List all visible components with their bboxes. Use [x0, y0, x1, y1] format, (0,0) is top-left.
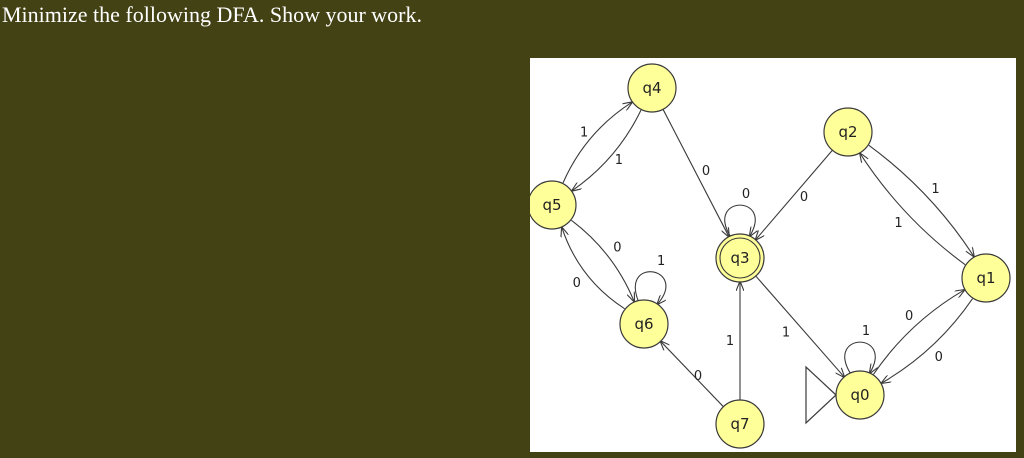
dfa-diagram: 1 1 0 0 0 1 1 0 0 1 1 1 0 0 0 1 q4 q2 q5 q3 q1 q6 q0 q7: [530, 63, 1011, 449]
transition-q2-q1: 1: [868, 144, 974, 256]
transition-label: 0: [573, 276, 581, 291]
state-q3: q3: [715, 233, 765, 283]
transition-arrow: [571, 219, 634, 301]
transition-label: 1: [580, 125, 588, 140]
transition-arrow: [868, 144, 974, 256]
transition-q4-q3: 0: [662, 109, 729, 236]
transition-q0-q0: 1: [844, 324, 875, 373]
transition-label: 0: [935, 350, 943, 365]
state-q0: q0: [835, 370, 885, 420]
state-label: q0: [850, 386, 869, 404]
transition-arrow: [572, 109, 642, 191]
transition-q1-q2: 1: [860, 154, 966, 266]
transition-q3-q0: 1: [755, 275, 844, 377]
state-label: q4: [642, 79, 661, 97]
transition-label: 1: [657, 254, 665, 269]
state-q2: q2: [823, 107, 873, 157]
transition-q6-q5: 0: [562, 228, 625, 310]
transition-q5-q6: 0: [571, 219, 634, 301]
state-circle: [530, 180, 577, 230]
transition-q4-q5: 1: [572, 109, 642, 191]
transition-label: 1: [931, 182, 939, 197]
state-circle: [961, 253, 1011, 303]
transition-label: 1: [782, 326, 790, 341]
state-label: q2: [838, 123, 857, 141]
transition-q2-q3: 0: [756, 149, 833, 240]
transition-arrow: [882, 298, 973, 383]
state-q5: q5: [530, 180, 577, 230]
transition-arrow: [662, 109, 729, 236]
transition-label: 0: [742, 187, 750, 202]
transition-label: 0: [800, 190, 808, 205]
transition-arrow: [873, 290, 965, 375]
state-circle: [823, 107, 873, 157]
transition-arrow: [562, 228, 625, 310]
start-state-marker: [805, 365, 837, 425]
transition-label: 1: [862, 324, 870, 339]
state-circle: [715, 233, 765, 283]
state-label: q6: [634, 315, 653, 333]
state-circle: [627, 63, 677, 113]
transition-q1-q0: 0: [882, 298, 973, 383]
state-q1: q1: [961, 253, 1011, 303]
transition-q3-q3: 0: [724, 187, 755, 236]
state-label: q7: [730, 415, 749, 433]
transition-q6-q6: 1: [635, 254, 666, 304]
transition-arrow: [661, 341, 724, 408]
transition-label: 0: [905, 309, 913, 324]
state-q7: q7: [715, 399, 765, 449]
start-marker-layer: [805, 365, 837, 425]
question-text: Minimize the following DFA. Show your wo…: [2, 2, 423, 27]
self-loop-arrow: [724, 204, 755, 236]
dfa-diagram-panel: 1 1 0 0 0 1 1 0 0 1 1 1 0 0 0 1 q4 q2 q5 q3 q1 q6 q0 q7: [530, 58, 1016, 452]
transition-arrow: [756, 149, 833, 240]
state-circle: [835, 370, 885, 420]
self-loop-arrow: [635, 271, 666, 304]
state-q6: q6: [619, 299, 669, 349]
state-circle: [619, 299, 669, 349]
state-label: q5: [542, 196, 561, 214]
state-circle: [715, 399, 765, 449]
transition-q7-q3: 1: [726, 282, 740, 401]
transition-arrow: [755, 275, 844, 377]
transition-label: 0: [694, 369, 702, 384]
state-label: q3: [730, 249, 749, 267]
transition-q0-q1: 0: [873, 290, 965, 375]
transition-label: 0: [702, 164, 710, 179]
transitions-layer: 1 1 0 0 0 1 1 0 0 1 1 1 0 0 0 1: [562, 102, 974, 408]
transition-arrow: [562, 102, 632, 184]
transition-label: 1: [615, 153, 623, 168]
transition-q5-q4: 1: [562, 102, 632, 184]
transition-arrow: [860, 154, 966, 266]
transition-label: 1: [894, 216, 902, 231]
transition-label: 1: [726, 334, 734, 349]
self-loop-arrow: [844, 341, 875, 373]
state-q4: q4: [627, 63, 677, 113]
state-label: q1: [976, 269, 995, 287]
transition-label: 0: [613, 241, 621, 256]
accepting-ring: [719, 237, 761, 279]
transition-q7-q6: 0: [661, 341, 724, 408]
states-layer: q4 q2 q5 q3 q1 q6 q0 q7: [530, 63, 1011, 449]
